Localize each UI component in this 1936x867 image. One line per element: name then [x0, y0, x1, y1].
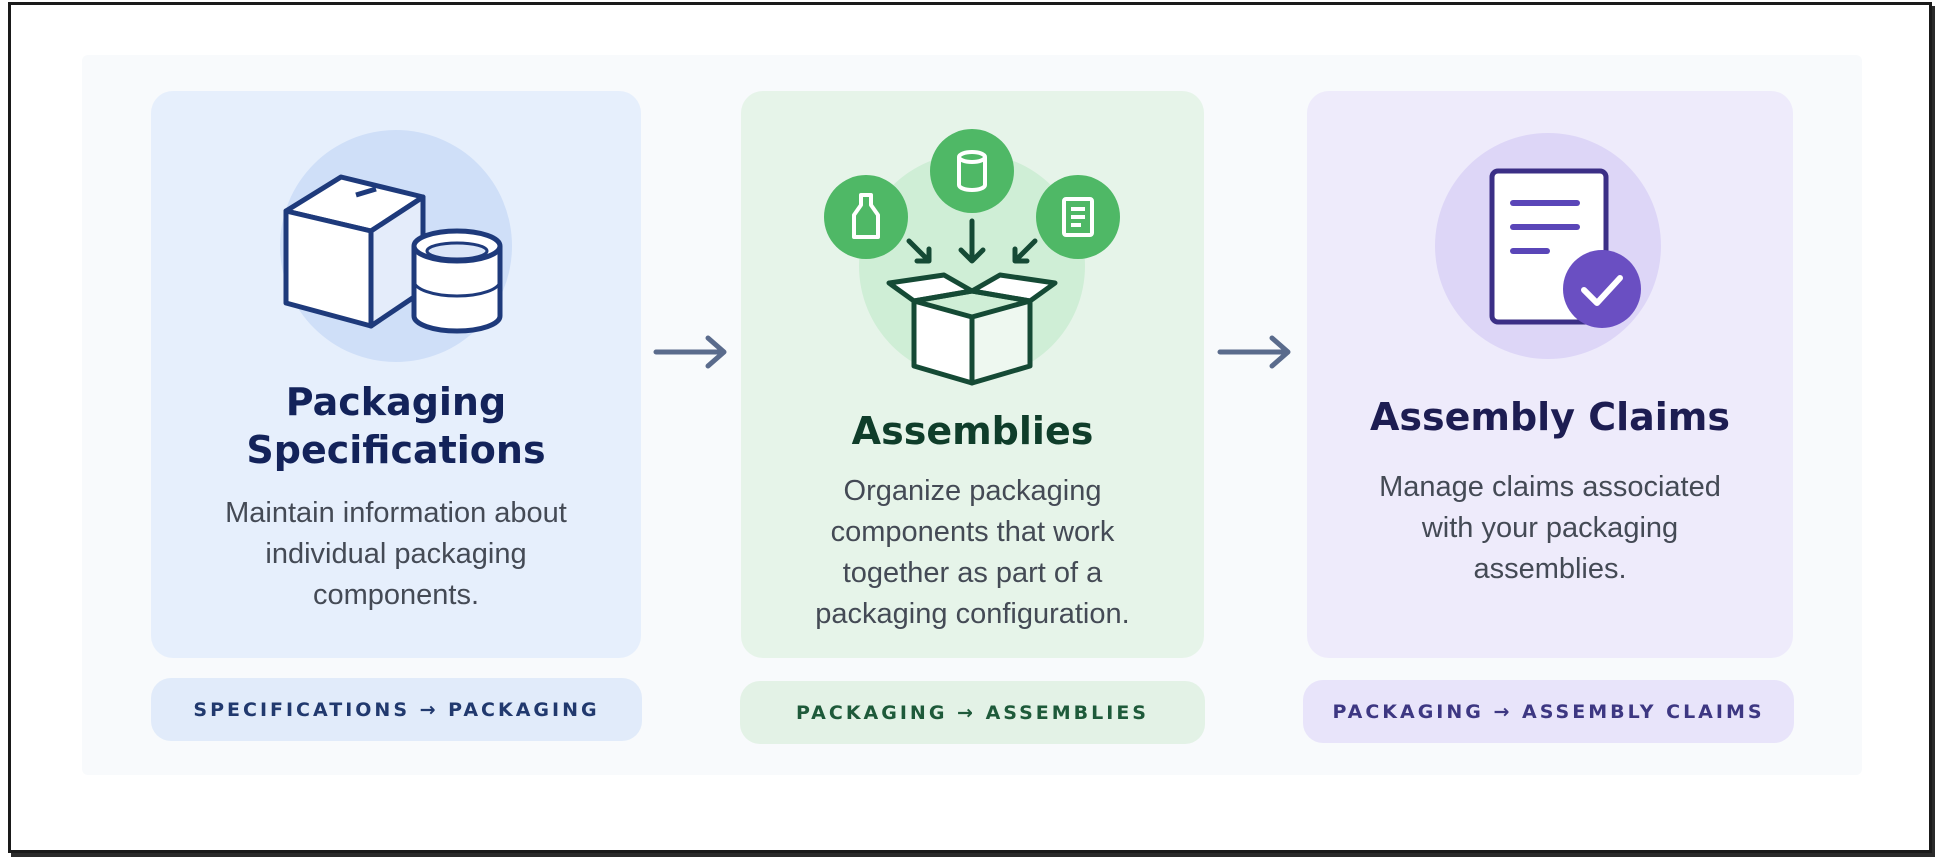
breadcrumb-pill: PACKAGING → ASSEMBLY CLAIMS	[1303, 680, 1794, 743]
step-description-line: individual packaging	[265, 538, 527, 570]
assembly-box-icon	[824, 129, 1120, 386]
step-description-line: Manage claims associated	[1379, 471, 1721, 503]
step-description-line: together as part of a	[842, 557, 1103, 589]
step-description: Manage claims associated with your packa…	[1337, 467, 1763, 590]
step-title-line: Specifications	[246, 428, 546, 472]
step-card-packaging-specifications: Packaging Specifications Maintain inform…	[151, 91, 641, 658]
breadcrumb-pill: SPECIFICATIONS → PACKAGING	[151, 678, 642, 741]
step-title-line: Assemblies	[851, 409, 1094, 453]
step-title: Packaging Specifications	[151, 378, 641, 474]
box-and-can-icon	[280, 130, 512, 362]
step-description-line: components.	[312, 579, 480, 611]
step-description-line: assemblies.	[1473, 553, 1627, 585]
breadcrumb-pill: PACKAGING → ASSEMBLIES	[740, 681, 1205, 744]
step-card-assemblies: Assemblies Organize packaging components…	[741, 91, 1204, 658]
step-title: Assembly Claims	[1307, 393, 1793, 441]
flow-arrow-icon	[653, 335, 727, 369]
document-check-icon	[1435, 133, 1661, 359]
step-description-line: Organize packaging	[843, 475, 1102, 507]
step-title-line: Packaging	[285, 380, 507, 424]
step-description-line: components that work	[830, 516, 1115, 548]
flow-arrow-icon	[1217, 335, 1291, 369]
step-card-assembly-claims: Assembly Claims Manage claims associated…	[1307, 91, 1793, 658]
step-description-line: with your packaging	[1421, 512, 1679, 544]
step-title: Assemblies	[741, 407, 1204, 455]
step-description: Organize packaging components that work …	[771, 471, 1174, 635]
step-description: Maintain information about individual pa…	[181, 493, 611, 616]
step-description-line: packaging configuration.	[815, 598, 1130, 630]
step-title-line: Assembly Claims	[1369, 395, 1731, 439]
step-description-line: Maintain information about	[225, 497, 567, 529]
